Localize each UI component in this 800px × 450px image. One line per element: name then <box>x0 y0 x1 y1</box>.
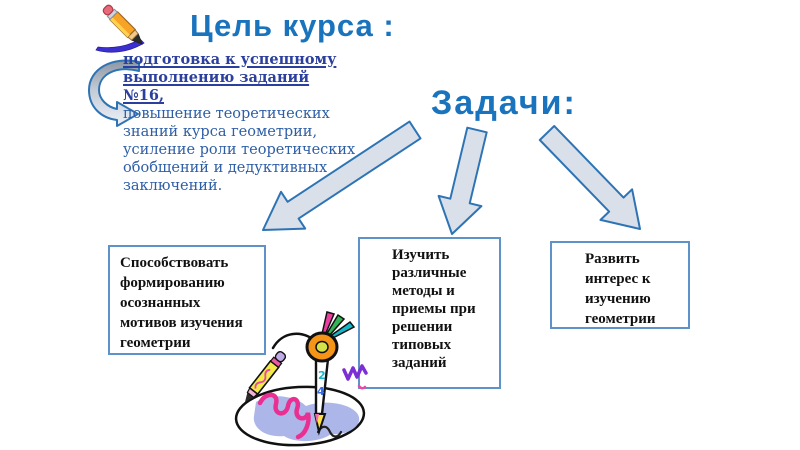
compass-leg-mark-4: 4 <box>317 385 325 398</box>
task-box-3-label: Развить интерес к изучению геометрии <box>585 251 656 327</box>
goal-highlight-text: подготовка к успешному выполнению задани… <box>123 51 337 104</box>
task-box-1: Способствовать формированию осознанных м… <box>108 245 266 355</box>
arrow-down-right-icon <box>538 125 641 230</box>
task-box-1-label: Способствовать формированию осознанных м… <box>120 255 243 351</box>
goal-text-block: подготовка к успешному выполнению задани… <box>123 51 385 195</box>
pencil-icon-svg <box>95 4 145 53</box>
arrow-down-icon <box>437 126 488 235</box>
compass-leg-mark-2: 2 <box>318 369 326 382</box>
compass-clipart-svg: 2 4 <box>234 311 368 447</box>
curved-swoosh-arrow-icon <box>82 55 142 129</box>
task-box-2-label: Изучить различные методы и приемы при ре… <box>392 247 476 371</box>
pencil-icon <box>93 3 155 55</box>
task-box-3: Развить интерес к изучению геометрии <box>550 241 690 329</box>
page-title: Цель курса : <box>190 8 395 43</box>
compass-and-pencil-clipart: 2 4 <box>226 310 394 450</box>
curved-arrow-svg <box>88 59 140 127</box>
tasks-heading: Задачи: <box>431 84 577 122</box>
goal-description-text: повышение теоретических знаний курса гео… <box>123 106 356 194</box>
task-box-2: Изучить различные методы и приемы при ре… <box>358 237 501 389</box>
